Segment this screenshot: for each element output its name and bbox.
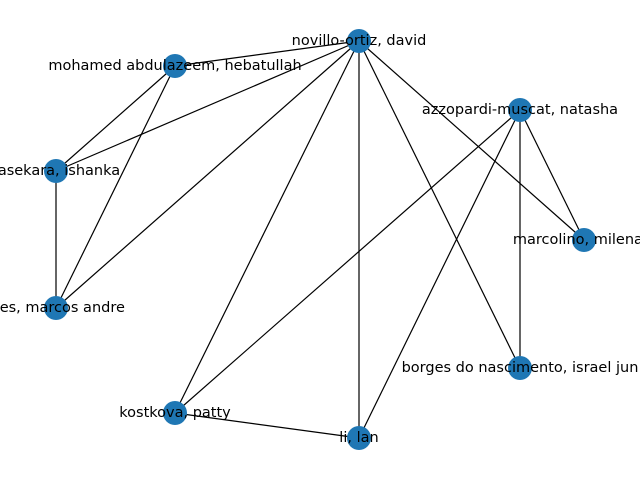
edge-mohamed-ishanka (55, 65, 176, 172)
edge-novillo-borges (358, 40, 521, 369)
node-label-ishanka: rasekara, ishanka (0, 163, 120, 179)
node-label-novillo: novillo-ortiz, david (292, 33, 427, 49)
edge-novillo-ishanka (55, 40, 360, 172)
nodes-layer (44, 29, 596, 450)
edge-azzopardi-marcolino (519, 109, 585, 241)
node-li[interactable] (347, 426, 371, 450)
node-azzopardi[interactable] (508, 98, 532, 122)
edge-azzopardi-kostkova (174, 109, 521, 414)
edge-novillo-kostkova (174, 40, 360, 414)
labels-layer: novillo-ortiz, david mohamed abdulazeem, … (0, 33, 640, 446)
node-label-kostkova: kostkova, patty (119, 405, 231, 421)
edge-novillo-marcolino (358, 40, 585, 241)
node-label-marcolino: marcolino, milena s (513, 232, 640, 248)
edge-azzopardi-li (358, 109, 521, 439)
edges-layer (55, 40, 585, 439)
node-marcolino[interactable] (572, 228, 596, 252)
node-ishanka[interactable] (44, 159, 68, 183)
node-mohamed[interactable] (163, 54, 187, 78)
edge-mohamed-marcos (55, 65, 176, 309)
node-label-azzopardi: azzopardi-muscat, natasha (422, 102, 618, 118)
node-label-marcos: lves, marcos andre (0, 300, 125, 316)
edge-kostkova-li (174, 412, 360, 439)
edge-novillo-marcos (55, 40, 360, 309)
node-label-li: li, lan (339, 430, 378, 446)
node-kostkova[interactable] (163, 401, 187, 425)
node-novillo[interactable] (347, 29, 371, 53)
node-label-borges: borges do nascimento, israel jun (402, 360, 639, 376)
node-label-mohamed: mohamed abdulazeem, hebatullah (48, 58, 301, 74)
edge-novillo-mohamed (174, 40, 360, 67)
node-marcos[interactable] (44, 296, 68, 320)
node-borges[interactable] (508, 356, 532, 380)
